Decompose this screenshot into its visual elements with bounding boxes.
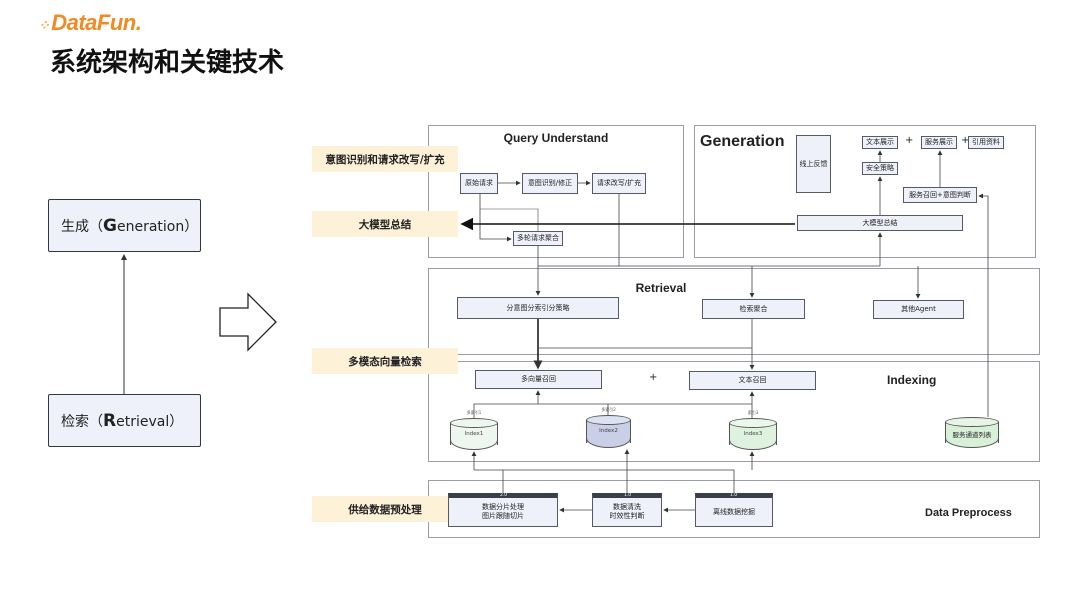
node-text-display: 文本展示: [862, 136, 898, 149]
service-channel-list-database: 服务通道列表: [945, 417, 999, 448]
node-split-intent-index: 分意图分索引分策略: [457, 297, 619, 319]
node-retrieval-aggregation: 检索聚合: [702, 299, 805, 319]
data-preprocess-title: Data Preprocess: [925, 507, 1012, 519]
side-label-llm-summary: 大模型总结: [312, 211, 458, 237]
node-data-cleaning: 数据清洗时效性判断: [592, 493, 662, 527]
side-label-intent: 意图识别和请求改写/扩充: [312, 146, 458, 172]
node-multiturn-aggregation: 多轮请求聚合: [513, 231, 563, 246]
node-request-rewrite: 请求改写/扩充: [592, 173, 646, 194]
version-tag-3: 1.0: [730, 493, 738, 498]
node-online-feedback: 线上反馈: [796, 135, 831, 193]
side-label-preprocess: 供给数据预处理: [312, 496, 458, 522]
query-understand-title: Query Understand: [503, 131, 609, 145]
plus-sign-3: +: [649, 372, 658, 383]
node-service-display: 服务展示: [921, 136, 957, 149]
node-other-agent: 其他Agent: [873, 300, 964, 319]
version-tag-1: 2.0: [500, 493, 508, 498]
node-text-recall: 文本召回: [689, 371, 816, 390]
node-service-recall-intent: 服务召回+意图判断: [903, 187, 977, 203]
node-raw-request: 原始请求: [460, 173, 498, 194]
page-title: 系统架构和关键技术: [50, 48, 285, 78]
retrieval-title: Retrieval: [635, 281, 687, 295]
node-citation: 引用资料: [968, 136, 1004, 149]
node-offline-mining: 离线数据挖掘: [695, 493, 773, 527]
node-data-sharding: 数据分片处理图片跟随切片: [448, 493, 558, 527]
datafun-logo: ⁘DataFun.: [38, 10, 142, 35]
node-multi-vector-recall: 多向量召回: [475, 370, 602, 389]
side-label-multimodal: 多模态向量检索: [312, 348, 458, 374]
plus-sign-2: +: [961, 135, 970, 146]
node-intent-recognition: 意图识别/修正: [522, 173, 578, 194]
version-tag-2: 1.0: [624, 493, 632, 498]
indexing-title: Indexing: [887, 373, 937, 387]
node-llm-summary: 大模型总结: [797, 215, 963, 231]
plus-sign-1: +: [905, 135, 914, 146]
generation-title: Generation: [700, 133, 785, 150]
node-safety-policy: 安全策略: [862, 162, 898, 175]
